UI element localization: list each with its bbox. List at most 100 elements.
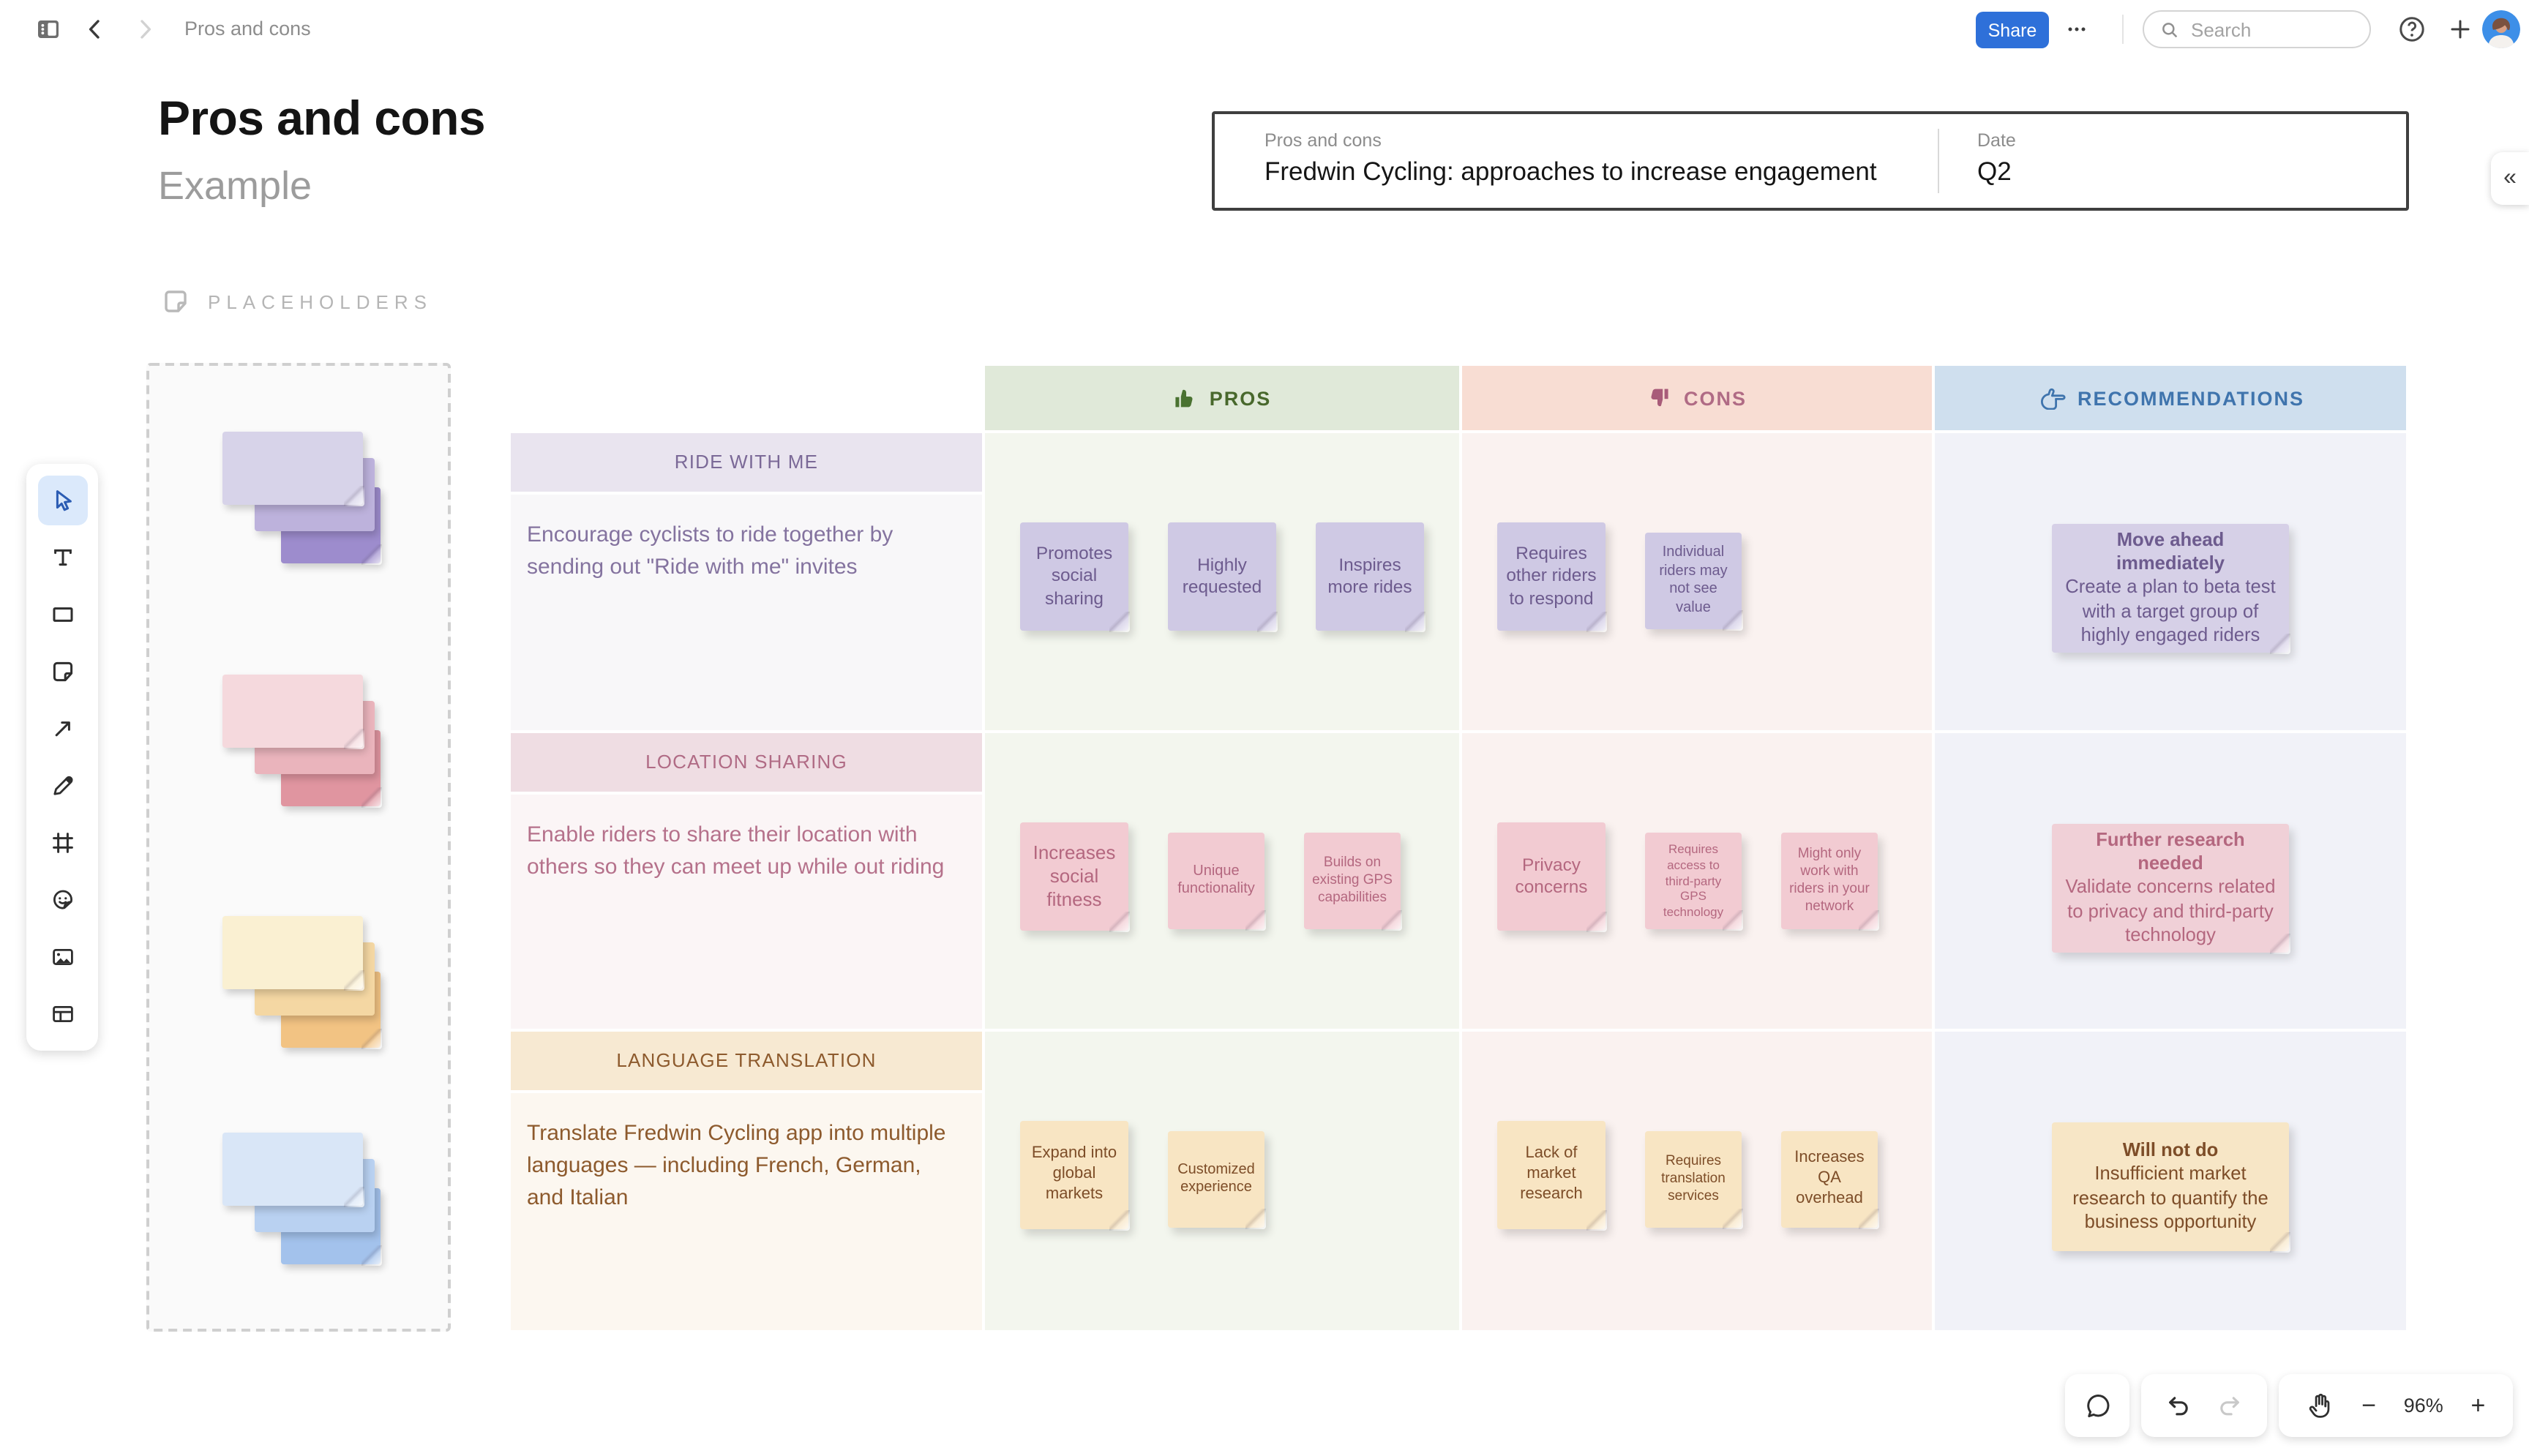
column-header-recommendations[interactable]: RECOMMENDATIONS [1935,366,2406,430]
frame-icon [52,833,72,853]
sticky-note[interactable]: Requires access to third-party GPS techn… [1645,833,1743,931]
text-tool[interactable] [37,533,87,582]
sticker-tool[interactable] [37,875,87,925]
recommendation-body: Create a plan to beta test with a target… [2065,575,2276,646]
date-field[interactable]: Date Q2 [1939,114,2406,208]
sticky-note[interactable]: Increases social fitness [1020,822,1130,932]
sticky-note[interactable]: Requires other riders to respond [1497,522,1607,632]
recommendation-heading: Will not do [2122,1138,2219,1161]
rectangle-icon [52,607,72,622]
recommendation-note[interactable]: Move ahead immediately Create a plan to … [2052,524,2290,654]
row-header-location-sharing: LOCATION SHARING Enable riders to share … [511,733,982,1029]
placeholders-label: PLACEHOLDERS [208,290,432,312]
zoom-level[interactable]: 96% [2403,1395,2443,1416]
sticky-note[interactable]: Highly requested [1168,522,1278,632]
add-plus-icon[interactable] [2447,16,2473,42]
sticky-note[interactable]: Expand into global markets [1020,1121,1130,1231]
row-title[interactable]: RIDE WITH ME [511,433,982,492]
back-chevron-icon[interactable] [82,16,108,42]
date-label: Date [1977,130,2016,151]
placeholder-stack-yellow[interactable] [222,916,383,1051]
cell-recommendation-row1[interactable]: Move ahead immediately Create a plan to … [1935,433,2406,730]
tool-rail [26,464,98,1051]
undo-icon [2169,1397,2188,1416]
info-box-divider [1938,129,1939,193]
project-info-box[interactable]: Pros and cons Fredwin Cycling: approache… [1212,111,2409,211]
row-title[interactable]: LANGUAGE TRANSLATION [511,1032,982,1090]
sticky-note[interactable]: Increases QA overhead [1781,1131,1879,1229]
placeholder-stack-pink[interactable] [222,675,383,809]
select-tool[interactable] [37,476,87,525]
redo-button[interactable] [2216,1392,2244,1419]
project-name-field[interactable]: Pros and cons Fredwin Cycling: approache… [1215,114,1938,208]
search-input[interactable]: Search [2143,10,2371,48]
table-tool[interactable] [37,989,87,1039]
panel-left-icon[interactable] [35,16,61,42]
sticky-note[interactable]: Customized experience [1168,1131,1266,1229]
zoom-in-button[interactable]: + [2470,1393,2485,1418]
undo-redo-card [2141,1374,2267,1437]
page-subtitle: Example [158,164,312,208]
board-corner-blank [511,366,982,430]
sticky-note[interactable]: Might only work with riders in your netw… [1781,833,1879,931]
sticky-note[interactable]: Promotes social sharing [1020,522,1130,632]
thumbs-up-icon [1176,389,1194,408]
user-avatar[interactable] [2482,10,2520,48]
image-tool[interactable] [37,932,87,982]
pen-tool[interactable] [37,761,87,811]
hand-tool-button[interactable] [2307,1392,2334,1419]
cell-cons-row1[interactable]: Requires other riders to respond Individ… [1462,433,1932,730]
sticky-note[interactable]: Individual riders may not see value [1645,533,1743,631]
sticky-note[interactable]: Lack of market research [1497,1121,1607,1231]
arrow-icon [54,721,70,737]
arrow-tool[interactable] [37,704,87,754]
sticker-icon [53,890,72,909]
sticky-note[interactable]: Builds on existing GPS capabilities [1304,833,1402,931]
sticky-note [222,675,364,749]
date-value: Q2 [1977,157,2012,186]
cell-pros-row3[interactable]: Expand into global markets Customized ex… [985,1032,1459,1330]
cell-recommendation-row2[interactable]: Further research needed Validate concern… [1935,733,2406,1029]
recommendation-note[interactable]: Will not do Insufficient market research… [2052,1122,2290,1253]
collapse-panel-tab[interactable]: « [2491,152,2529,205]
cell-pros-row2[interactable]: Increases social fitness Unique function… [985,733,1459,1029]
recommendation-note[interactable]: Further research needed Validate concern… [2052,824,2290,954]
column-header-cons[interactable]: CONS [1462,366,1932,430]
comment-button[interactable] [2083,1392,2111,1419]
row-description[interactable]: Encourage cyclists to ride together by s… [511,495,982,730]
share-button[interactable]: Share [1976,12,2049,48]
recommendation-body: Insufficient market research to quantify… [2072,1162,2268,1233]
placeholder-stack-purple[interactable] [222,432,383,566]
text-icon [53,549,71,566]
shape-tool[interactable] [37,590,87,639]
sticky-note-tool[interactable] [37,647,87,697]
column-label: CONS [1683,387,1747,409]
cell-recommendation-row3[interactable]: Will not do Insufficient market research… [1935,1032,2406,1330]
cell-cons-row2[interactable]: Privacy concerns Requires access to thir… [1462,733,1932,1029]
cell-cons-row3[interactable]: Lack of market research Requires transla… [1462,1032,1932,1330]
frame-tool[interactable] [37,818,87,868]
help-icon[interactable] [2397,15,2427,44]
sticky-note[interactable]: Requires translation services [1645,1131,1743,1229]
placeholder-stack-blue[interactable] [222,1133,383,1267]
sticky-note[interactable]: Privacy concerns [1497,822,1607,932]
row-description[interactable]: Enable riders to share their location wi… [511,795,982,1029]
recommendation-body: Validate concerns related to privacy and… [2065,875,2276,946]
recommendation-heading: Move ahead immediately [2116,528,2225,574]
row-description[interactable]: Translate Fredwin Cycling app into multi… [511,1093,982,1330]
sticky-note[interactable]: Inspires more rides [1316,522,1425,632]
cell-pros-row1[interactable]: Promotes social sharing Highly requested… [985,433,1459,730]
comment-card [2065,1374,2129,1437]
forward-chevron-icon[interactable] [132,16,158,42]
column-header-pros[interactable]: PROS [985,366,1459,430]
sticky-note[interactable]: Unique functionality [1168,833,1266,931]
column-label: RECOMMENDATIONS [2077,387,2304,409]
row-title[interactable]: LOCATION SHARING [511,733,982,792]
more-options-icon[interactable] [2064,16,2090,42]
zoom-out-button[interactable]: − [2361,1393,2376,1418]
undo-button[interactable] [2165,1392,2192,1419]
breadcrumb[interactable]: Pros and cons [184,18,311,40]
comment-icon [2086,1395,2109,1418]
project-name-value: Fredwin Cycling: approaches to increase … [1264,157,1877,186]
